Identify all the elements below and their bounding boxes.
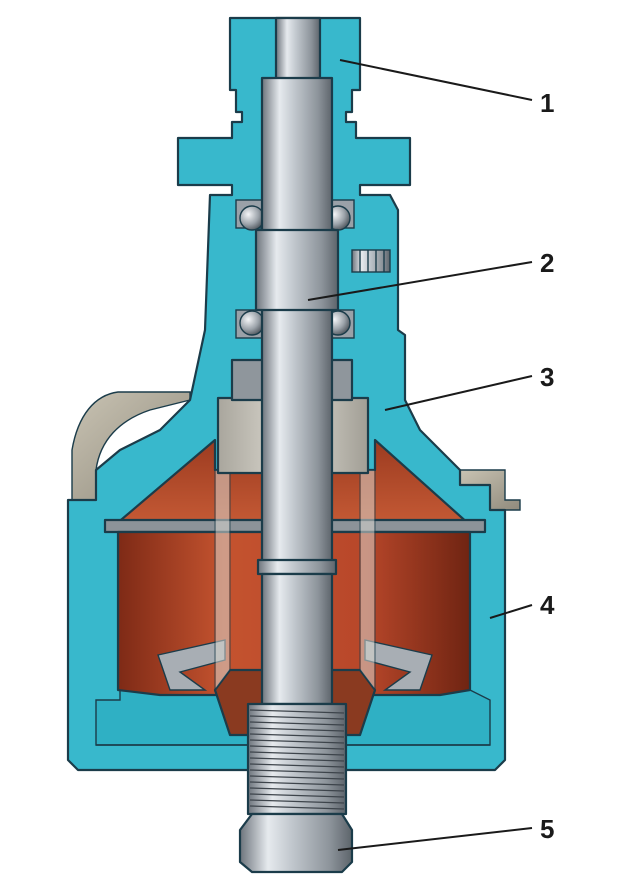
callout-label-3: 3 xyxy=(540,362,554,392)
leader-line-2 xyxy=(307,261,533,301)
leader-line-4 xyxy=(489,604,533,619)
thread-line xyxy=(249,751,345,756)
leader-line-3 xyxy=(384,375,533,411)
leader-line-1 xyxy=(339,59,533,101)
shaft xyxy=(238,16,354,874)
thread-line xyxy=(249,787,345,792)
thread-line xyxy=(249,745,345,750)
thread-line xyxy=(249,733,345,738)
callout-label-5: 5 xyxy=(540,814,554,844)
thread-line xyxy=(249,757,345,762)
thread-line xyxy=(249,715,345,720)
thread-line xyxy=(249,799,345,804)
thread-line xyxy=(249,781,345,786)
bearing-ball xyxy=(239,205,265,231)
thread-line xyxy=(249,793,345,798)
thread-line xyxy=(249,805,345,810)
leader-line-5 xyxy=(337,827,533,851)
callout-label-1: 1 xyxy=(540,88,554,118)
callouts: 1 2 3 4 5 xyxy=(307,59,555,851)
thread-line xyxy=(249,739,345,744)
thread-line xyxy=(249,769,345,774)
thread-line xyxy=(249,775,345,780)
bearing-ball xyxy=(239,310,265,336)
callout-label-2: 2 xyxy=(540,248,554,278)
set-screw xyxy=(351,249,391,273)
thread-line xyxy=(249,709,345,714)
thread-line xyxy=(249,763,345,768)
callout-label-4: 4 xyxy=(540,590,555,620)
thread-line xyxy=(249,721,345,726)
thread-line xyxy=(249,727,345,732)
